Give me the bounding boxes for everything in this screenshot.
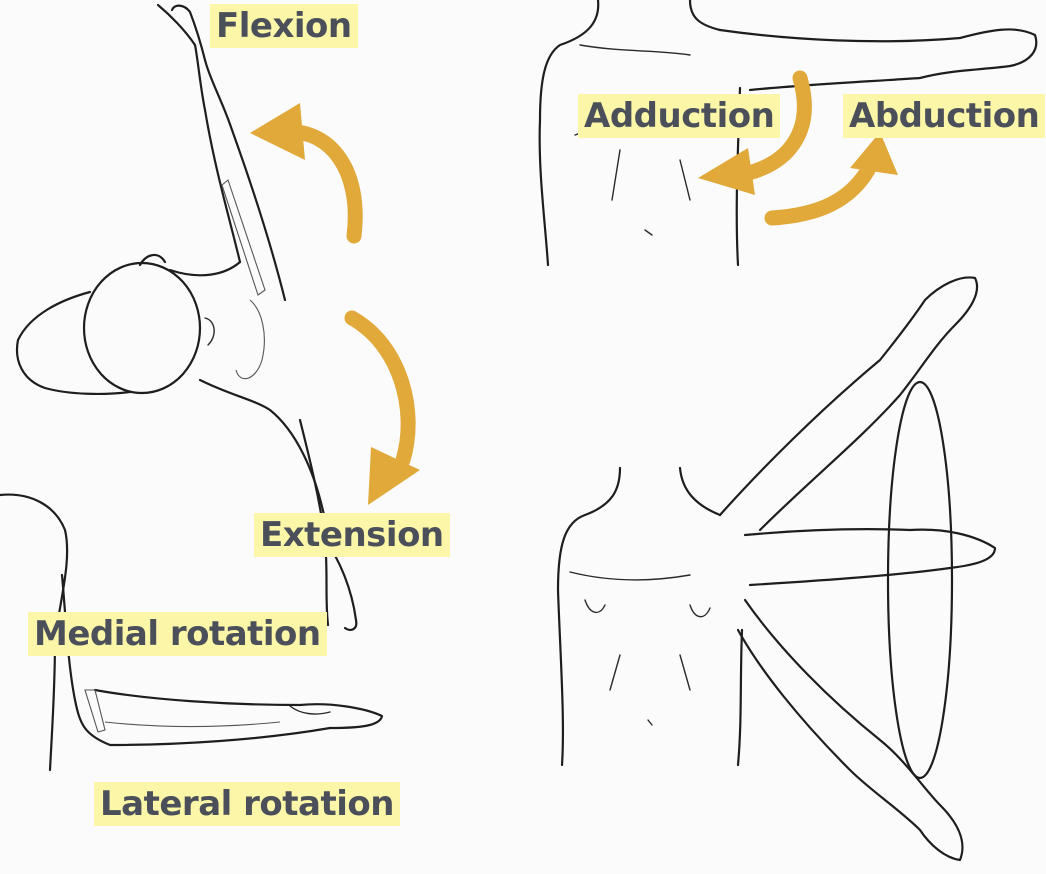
neck-right-outline-2 bbox=[678, 466, 722, 517]
head-side-outline bbox=[16, 290, 132, 396]
ulna-bone bbox=[84, 689, 106, 733]
extension-arrow-head bbox=[368, 447, 420, 505]
hand-detail bbox=[289, 705, 331, 715]
lowered-hand bbox=[323, 538, 358, 631]
raised-arm-front bbox=[203, 58, 287, 302]
extension-label: Extension bbox=[254, 513, 450, 557]
extension-arrow bbox=[344, 310, 416, 468]
forearm-outline bbox=[93, 688, 384, 730]
torso-right-outline-2 bbox=[736, 628, 744, 767]
humerus-bone bbox=[221, 179, 266, 296]
flexion-extension-figure bbox=[16, 3, 420, 631]
abduction-arrow-head bbox=[850, 132, 898, 175]
chest-details bbox=[579, 44, 691, 236]
neck-outline bbox=[168, 260, 242, 277]
lateral-rotation-label: Lateral rotation bbox=[94, 782, 400, 826]
abduction-label: Abduction bbox=[843, 94, 1046, 138]
horizontal-arm-outline bbox=[743, 528, 997, 587]
body-side-line bbox=[48, 638, 57, 772]
pec-line-2 bbox=[569, 571, 691, 581]
flexion-arrow-head bbox=[250, 103, 305, 160]
neck-right-outline bbox=[688, 0, 722, 32]
circumduction-circle bbox=[886, 380, 954, 780]
torso-left-outline bbox=[538, 0, 600, 267]
torso-left-outline-2 bbox=[556, 466, 622, 767]
radius-bone bbox=[104, 721, 281, 728]
shoulder-outline bbox=[0, 493, 69, 642]
abduction-arrow bbox=[764, 162, 876, 226]
circumduction-figure bbox=[556, 276, 997, 862]
adduction-abduction-figure bbox=[538, 0, 1038, 267]
head-outline bbox=[82, 261, 202, 395]
adduction-arrow bbox=[732, 70, 812, 183]
raised-arm-outline bbox=[718, 276, 979, 532]
raised-hand bbox=[156, 3, 207, 62]
raised-arm-back bbox=[193, 43, 242, 264]
scapula-bone bbox=[235, 299, 265, 380]
medial-rotation-label: Medial rotation bbox=[28, 612, 327, 656]
flexion-label: Flexion bbox=[210, 4, 358, 48]
adduction-label: Adduction bbox=[578, 94, 781, 138]
chest-details-2 bbox=[584, 599, 711, 726]
abducted-arm-outline bbox=[718, 28, 1038, 92]
adduction-arrow-head bbox=[698, 148, 755, 195]
torso-outline bbox=[198, 378, 327, 522]
ear-detail bbox=[204, 317, 215, 346]
ear-outline bbox=[138, 253, 167, 267]
lowered-arm-outline bbox=[736, 598, 964, 862]
